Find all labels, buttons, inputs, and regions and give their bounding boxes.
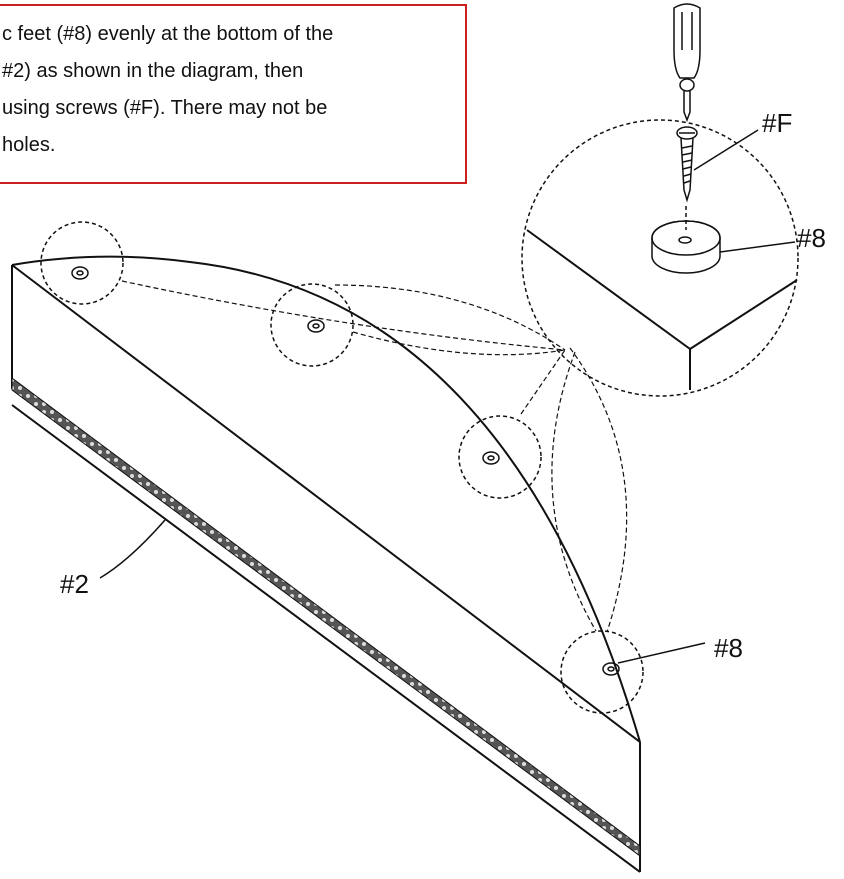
cabinet-panel (11, 255, 641, 873)
instruction-line-4: holes. (2, 134, 56, 156)
zoom-connectors (121, 280, 628, 633)
panel-front-face (11, 265, 641, 857)
plastic-foot-icon (651, 220, 721, 274)
panel-top-edge (11, 264, 641, 743)
instruction-line-1: c feet (#8) evenly at the bottom of the (2, 23, 334, 45)
foot-position-2 (270, 283, 354, 367)
foot-position-1 (40, 221, 124, 305)
zoom-detail (521, 3, 799, 397)
instruction-line-2: #2) as shown in the diagram, then (2, 60, 304, 82)
leader-panel (99, 519, 166, 579)
leader-screw (693, 129, 759, 171)
panel-texture-strip (11, 377, 641, 857)
label-screw: #F (762, 108, 792, 138)
leader-foot-bottom (617, 642, 706, 664)
feet-positions (40, 221, 644, 714)
screw-icon (676, 126, 698, 203)
foot-position-3 (458, 415, 542, 499)
panel-top-arc (11, 255, 641, 743)
label-foot-top: #8 (797, 223, 826, 253)
label-panel: #2 (60, 569, 89, 599)
instruction-box: c feet (#8) evenly at the bottom of the … (0, 4, 467, 184)
leader-foot-top (719, 241, 796, 253)
detail-panel-edge (526, 229, 798, 390)
label-foot-bottom: #8 (714, 633, 743, 663)
instruction-line-3: using screws (#F). There may not be (2, 97, 328, 119)
leader-lines (99, 129, 796, 664)
screwdriver-icon (673, 3, 701, 123)
panel-bottom-lip (11, 404, 641, 873)
foot-position-4 (560, 630, 644, 714)
